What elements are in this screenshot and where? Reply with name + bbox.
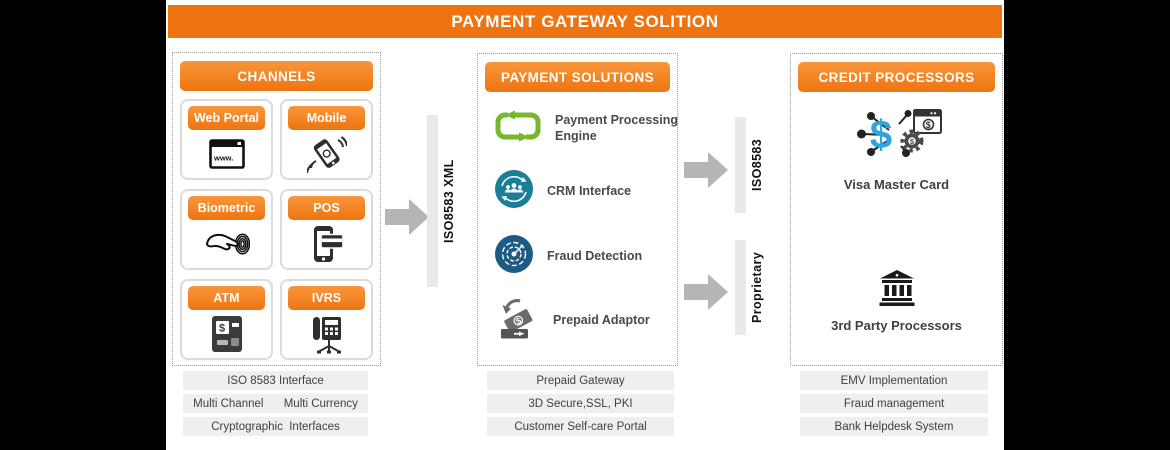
channel-label: POS bbox=[288, 196, 365, 220]
footer-label: EMV Implementation bbox=[840, 374, 948, 387]
flow-bar bbox=[735, 240, 746, 335]
footer-bar: Customer Self-care Portal bbox=[487, 417, 674, 436]
flow-bar bbox=[427, 115, 438, 287]
processors-footer: EMV Implementation Fraud management Bank… bbox=[800, 371, 988, 436]
footer-label: ISO 8583 Interface bbox=[227, 374, 324, 387]
solution-label: CRM Interface bbox=[547, 183, 632, 198]
flow-arrow-right bbox=[385, 199, 429, 235]
footer-bar: Multi Channel Multi Currency bbox=[183, 394, 368, 413]
credit-processors-header: CREDIT PROCESSORS bbox=[798, 62, 995, 92]
credit-processors-column: CREDIT PROCESSORS bbox=[790, 53, 1003, 366]
channel-card-biometric: Biometric bbox=[180, 189, 273, 270]
channel-card-pos: POS bbox=[280, 189, 373, 270]
page-title: PAYMENT GATEWAY SOLITION bbox=[168, 5, 1002, 38]
payment-network-icon: $ $ $ bbox=[851, 109, 943, 170]
processor-item-visa-master-card: $ $ $ Visa Master Card bbox=[791, 104, 1002, 192]
flow-label-iso8583-xml: ISO8583 XML bbox=[442, 159, 456, 243]
channel-label: Mobile bbox=[288, 106, 365, 130]
prepaid-card-icon: $ bbox=[494, 295, 540, 346]
flow-label-proprietary: Proprietary bbox=[750, 251, 764, 324]
flow-label-iso8583: ISO8583 bbox=[750, 138, 764, 192]
channel-label: Web Portal bbox=[188, 106, 265, 130]
svg-text:$: $ bbox=[514, 315, 523, 326]
channel-label: Biometric bbox=[188, 196, 265, 220]
svg-text:$: $ bbox=[869, 113, 891, 157]
bank-icon bbox=[877, 270, 917, 311]
atm-machine-icon: $ bbox=[210, 310, 244, 358]
footer-label: Prepaid Gateway bbox=[536, 374, 625, 387]
channel-card-mobile: Mobile bbox=[280, 99, 373, 180]
pos-terminal-icon bbox=[308, 220, 346, 268]
solution-item-payment-processing: Payment Processing Engine bbox=[494, 106, 693, 150]
solutions-footer: Prepaid Gateway 3D Secure,SSL, PKI Custo… bbox=[487, 371, 674, 436]
footer-label: Bank Helpdesk System bbox=[834, 420, 954, 433]
footer-label: Multi Channel bbox=[193, 397, 264, 410]
processor-label: 3rd Party Processors bbox=[831, 318, 962, 333]
crm-people-icon bbox=[494, 169, 534, 214]
process-loop-icon bbox=[494, 109, 542, 148]
footer-label: Multi Currency bbox=[283, 397, 358, 410]
footer-label: Customer Self-care Portal bbox=[514, 420, 647, 433]
payment-solutions-column: PAYMENT SOLUTIONS Payment Processing Eng… bbox=[477, 53, 678, 366]
svg-text:$: $ bbox=[925, 120, 930, 130]
solution-item-crm-interface: CRM Interface bbox=[494, 169, 685, 213]
solution-item-fraud-detection: Fraud Detection bbox=[494, 234, 685, 278]
footer-bar: ISO 8583 Interface bbox=[183, 371, 368, 390]
channels-column: CHANNELS Web Portal www. Mobile bbox=[172, 52, 381, 366]
flow-bar bbox=[735, 117, 746, 213]
channel-card-ivrs: IVRS bbox=[280, 279, 373, 360]
footer-bar: Prepaid Gateway bbox=[487, 371, 674, 390]
svg-text:$: $ bbox=[219, 323, 225, 335]
footer-bar: Bank Helpdesk System bbox=[800, 417, 988, 436]
footer-bar: 3D Secure,SSL, PKI bbox=[487, 394, 674, 413]
solution-label: Fraud Detection bbox=[547, 248, 643, 263]
biometric-hand-icon bbox=[204, 220, 250, 268]
channels-header: CHANNELS bbox=[180, 61, 373, 91]
flow-arrow-right bbox=[684, 152, 728, 188]
solution-label: Prepaid Adaptor bbox=[553, 312, 650, 327]
fraud-radar-icon bbox=[494, 234, 534, 279]
channel-label: ATM bbox=[188, 286, 265, 310]
svg-text:www.: www. bbox=[213, 154, 233, 163]
solution-label: Payment Processing Engine bbox=[555, 112, 678, 143]
channel-card-atm: ATM $ bbox=[180, 279, 273, 360]
flow-arrow-right bbox=[684, 274, 728, 310]
channel-card-web-portal: Web Portal www. bbox=[180, 99, 273, 180]
footer-bar: Fraud management bbox=[800, 394, 988, 413]
footer-label: Cryptographic Interfaces bbox=[211, 420, 340, 433]
desk-phone-icon bbox=[307, 310, 347, 358]
footer-bar: EMV Implementation bbox=[800, 371, 988, 390]
browser-icon: www. bbox=[208, 130, 245, 178]
footer-label: 3D Secure,SSL, PKI bbox=[528, 397, 633, 410]
channels-footer: ISO 8583 Interface Multi Channel Multi C… bbox=[183, 371, 368, 436]
solution-item-prepaid-adaptor: $ Prepaid Adaptor bbox=[494, 296, 691, 344]
footer-bar: Cryptographic Interfaces bbox=[183, 417, 368, 436]
channel-label: IVRS bbox=[288, 286, 365, 310]
mobile-phone-icon bbox=[306, 130, 347, 178]
channels-grid: Web Portal www. Mobile bbox=[180, 99, 373, 360]
svg-text:$: $ bbox=[909, 137, 914, 146]
processor-label: Visa Master Card bbox=[843, 177, 950, 192]
payment-solutions-header: PAYMENT SOLUTIONS bbox=[485, 62, 670, 92]
footer-label: Fraud management bbox=[843, 397, 945, 410]
processor-item-3rd-party: 3rd Party Processors bbox=[791, 269, 1002, 333]
